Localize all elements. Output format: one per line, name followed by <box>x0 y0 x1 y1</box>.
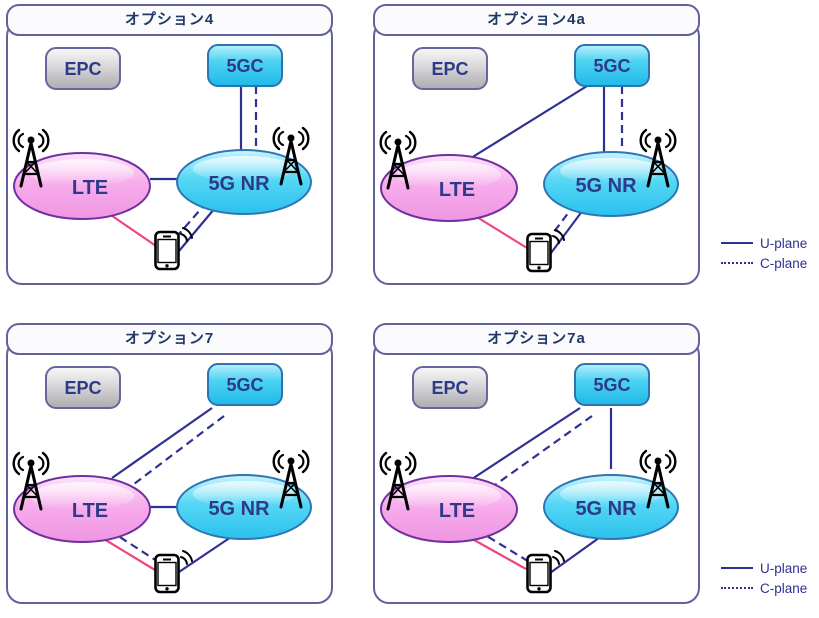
legend-top: U-plane C-plane <box>721 233 819 273</box>
smartphone-icon <box>154 549 194 594</box>
panel-title-label: オプション4a <box>487 11 586 28</box>
smartphone-icon <box>154 226 194 271</box>
panel-option7: EPC 5GC LTE 5G NR オプション7 <box>6 323 333 604</box>
epc-box <box>412 366 488 409</box>
connection-nr-ue-u-plane <box>549 534 604 574</box>
fivegc-label: 5GC <box>593 56 630 76</box>
c-plane-label: C-plane <box>760 255 808 271</box>
panel-title-label: オプション7a <box>487 330 586 347</box>
smartphone-icon <box>526 228 566 273</box>
u-plane-line-sample <box>721 242 753 244</box>
connection-lte-ue-c-plane <box>108 529 161 564</box>
c-plane-line-sample <box>721 262 753 264</box>
connection-lte-ue-c-plane <box>476 529 532 564</box>
connection-lte-ue-radio-plane <box>466 535 527 570</box>
panel-title: オプション4a <box>373 4 700 36</box>
epc-box <box>45 47 121 90</box>
diagram-option4: EPC 5GC LTE 5G NR <box>12 44 312 271</box>
c-plane-label: C-plane <box>760 580 808 596</box>
connection-5gc-lte-c-plane <box>133 415 225 485</box>
fivegc-box <box>574 363 650 406</box>
nr-label: 5G NR <box>575 498 637 520</box>
epc-label: EPC <box>64 59 101 79</box>
panel-title-label: オプション4 <box>124 11 215 28</box>
u-plane-label: U-plane <box>760 235 808 251</box>
epc-label: EPC <box>64 378 101 398</box>
lte-label: LTE <box>439 500 475 522</box>
panel-option7a: EPC 5GC LTE 5G NR オプション7a <box>373 323 700 604</box>
legend-bottom: U-plane C-plane <box>721 558 819 598</box>
diagram-option4a: EPC 5GC LTE 5G NR <box>379 44 679 273</box>
connection-5gc-lte-u-plane <box>471 407 581 480</box>
nr-gloss <box>193 481 295 507</box>
panel-title: オプション7 <box>6 323 333 355</box>
diagram-option7: EPC 5GC LTE 5G NR <box>12 363 312 594</box>
nr-gloss <box>560 158 662 184</box>
c-plane-line-sample <box>721 587 753 589</box>
panel-option4a: EPC 5GC LTE 5G NR オプション4a <box>373 4 700 285</box>
legend-row-uplane: U-plane <box>721 233 819 253</box>
fivegc-box <box>207 44 283 87</box>
epc-label: EPC <box>431 378 468 398</box>
lte-label: LTE <box>72 177 108 199</box>
connection-nr-ue-u-plane <box>178 207 216 252</box>
u-plane-label: U-plane <box>760 560 808 576</box>
connection-lines <box>98 407 235 573</box>
lte-gloss <box>30 159 134 187</box>
fivegc-label: 5GC <box>593 375 630 395</box>
epc-label: EPC <box>431 59 468 79</box>
lte-gloss <box>397 161 501 189</box>
epc-box <box>412 47 488 90</box>
connection-lte-ue-radio-plane <box>471 213 528 249</box>
lte-gloss <box>397 482 501 510</box>
connection-5gc-lte-u-plane <box>111 407 213 479</box>
legend-row-cplane: C-plane <box>721 578 819 598</box>
lte-gloss <box>30 482 134 510</box>
u-plane-line-sample <box>721 567 753 569</box>
connection-lte-ue-radio-plane <box>104 210 157 247</box>
nr-gloss <box>560 481 662 507</box>
connection-lines <box>466 407 613 574</box>
panel-title: オプション4 <box>6 4 333 36</box>
connection-nr-ue-u-plane <box>178 534 235 573</box>
connection-nr-ue-u-plane <box>550 209 584 254</box>
nr-label: 5G NR <box>208 498 270 520</box>
nr-label: 5G NR <box>208 173 270 195</box>
lte-label: LTE <box>72 500 108 522</box>
panel-title-label: オプション7 <box>124 330 215 347</box>
nr-label: 5G NR <box>575 175 637 197</box>
fivegc-label: 5GC <box>226 56 263 76</box>
smartphone-icon <box>526 549 566 594</box>
connection-5gc-lte-u-plane <box>470 85 588 159</box>
connection-lte-ue-radio-plane <box>98 535 156 571</box>
panel-option4: EPC 5GC LTE 5G NR オプション4 <box>6 4 333 285</box>
diagram-option7a: EPC 5GC LTE 5G NR <box>379 363 679 594</box>
fivegc-label: 5GC <box>226 375 263 395</box>
connection-lines <box>470 85 624 254</box>
fivegc-box <box>574 44 650 87</box>
nr-gloss <box>193 156 295 182</box>
legend-row-cplane: C-plane <box>721 253 819 273</box>
fivegc-box <box>207 363 283 406</box>
connection-5gc-lte-c-plane <box>494 415 593 486</box>
legend-row-uplane: U-plane <box>721 558 819 578</box>
epc-box <box>45 366 121 409</box>
lte-label: LTE <box>439 179 475 201</box>
panel-title: オプション7a <box>373 323 700 355</box>
